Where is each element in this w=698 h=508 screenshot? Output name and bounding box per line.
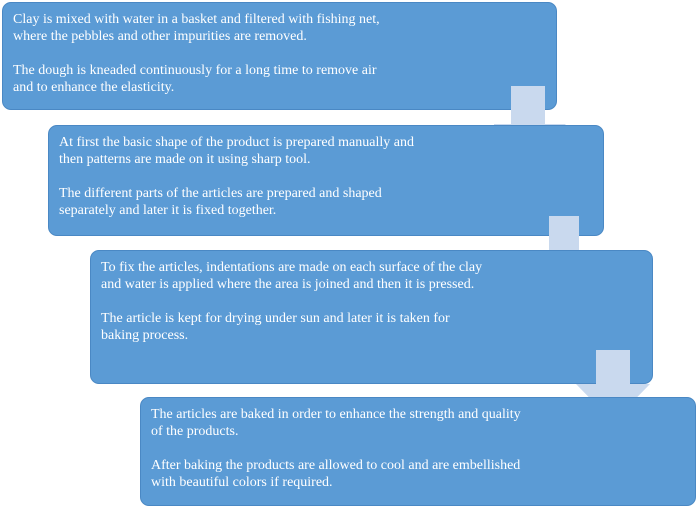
step-2-paragraph-2: The different parts of the articles are … — [59, 186, 382, 218]
step-3-paragraph-1: To fix the articles, indentations are ma… — [101, 260, 483, 292]
process-step-1: Clay is mixed with water in a basket and… — [2, 2, 557, 110]
step-1-paragraph-1: Clay is mixed with water in a basket and… — [13, 12, 380, 44]
step-4-paragraph-2: After baking the products are allowed to… — [151, 458, 521, 490]
step-2-paragraph-1: At first the basic shape of the product … — [59, 135, 414, 167]
step-4-paragraph-1: The articles are baked in order to enhan… — [151, 407, 521, 439]
step-1-paragraph-2: The dough is kneaded continuously for a … — [13, 63, 377, 95]
step-3-paragraph-2: The article is kept for drying under sun… — [101, 311, 450, 343]
down-arrow-3-icon — [576, 350, 650, 422]
process-step-4: The articles are baked in order to enhan… — [140, 397, 696, 506]
process-step-2: At first the basic shape of the product … — [48, 125, 604, 236]
process-step-3: To fix the articles, indentations are ma… — [90, 250, 653, 384]
